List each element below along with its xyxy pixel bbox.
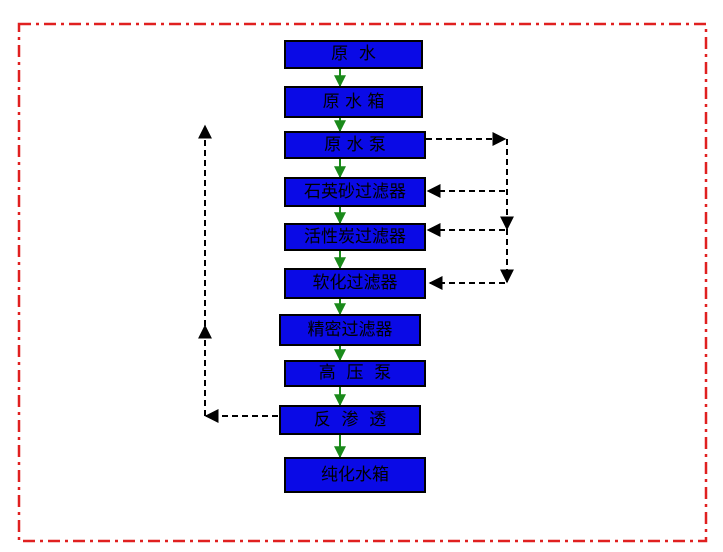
step-precision-filter: 精密过滤器 — [279, 314, 421, 346]
step-raw-water-tank: 原 水 箱 — [284, 86, 423, 118]
step-raw-water-pump: 原 水 泵 — [284, 131, 426, 159]
step-activated-carbon-filter: 活性炭过滤器 — [284, 223, 426, 251]
step-reverse-osmosis: 反 渗 透 — [279, 405, 421, 435]
step-high-pressure-pump: 高 压 泵 — [284, 360, 426, 387]
step-pure-water-tank: 纯化水箱 — [284, 457, 426, 493]
outer-frame — [17, 22, 708, 543]
backwash-lines — [426, 132, 514, 290]
step-raw-water: 原 水 — [284, 40, 423, 69]
step-quartz-sand-filter: 石英砂过滤器 — [284, 177, 426, 207]
step-softening-filter: 软化过滤器 — [284, 268, 426, 299]
concentrate-line — [198, 124, 278, 423]
